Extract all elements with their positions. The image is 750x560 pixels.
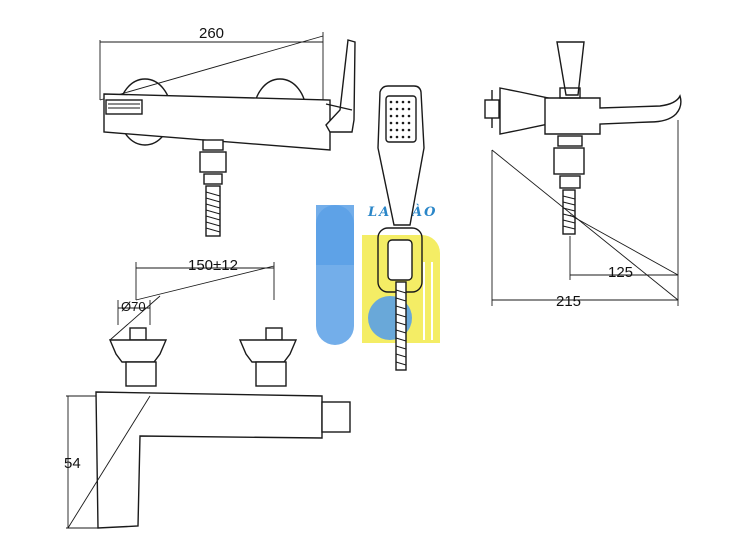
dim-top-width: 260 bbox=[199, 25, 224, 42]
dim-depth-outer: 215 bbox=[556, 293, 581, 310]
top-view-drawing bbox=[66, 262, 351, 529]
dim-handle-spacing: 150±12 bbox=[188, 257, 238, 274]
side-view-drawing bbox=[99, 32, 356, 237]
dim-height: 54 bbox=[64, 455, 81, 472]
dim-handle-diameter: Ø70 bbox=[121, 299, 146, 314]
front-view-drawing bbox=[484, 41, 682, 306]
hand-shower-drawing bbox=[377, 85, 425, 371]
dim-depth-inner: 125 bbox=[608, 264, 633, 281]
